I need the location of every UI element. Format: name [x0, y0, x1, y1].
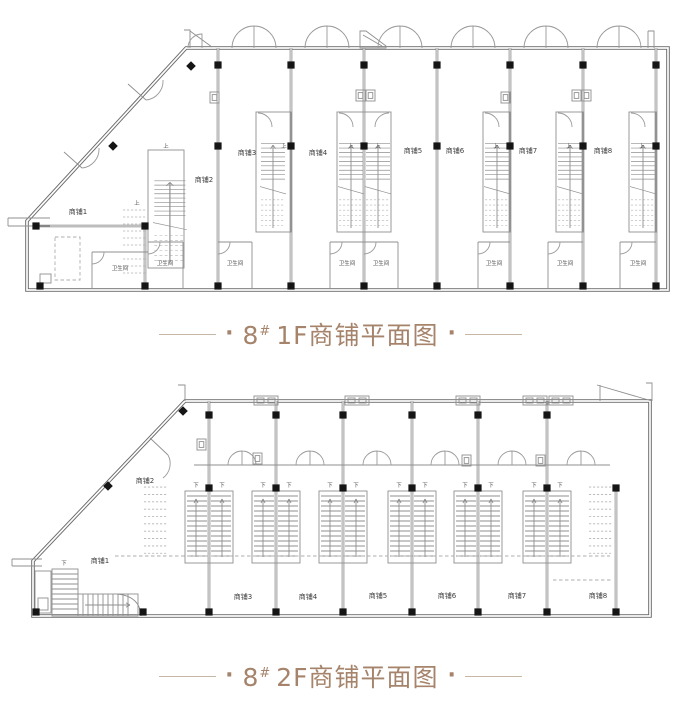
stair-down-label: 下 — [61, 560, 67, 567]
entry-door-arcs-1f — [187, 25, 642, 49]
bathroom-label: 卫生间 — [630, 259, 647, 267]
hash-superscript: # — [259, 323, 272, 339]
bathrooms-1f — [91, 241, 656, 288]
stair-down-label: 下 — [422, 482, 428, 489]
building-number: 8 — [242, 321, 260, 350]
shop-label: 商铺7 — [508, 591, 526, 600]
bathroom-label: 卫生间 — [157, 259, 174, 267]
shaft-symbols-1f — [209, 89, 592, 104]
bathroom-label: 卫生间 — [339, 259, 356, 267]
stair-up-label: 上 — [566, 142, 572, 150]
diagonal-doors-1f — [39, 79, 164, 284]
shop-label: 商铺4 — [309, 148, 328, 157]
labels-2f: 商铺1 商铺2 商铺3 商铺4 商铺5 商铺6 商铺7 商铺8 下 下 下 下 … — [61, 476, 607, 601]
caption-1f-text: 8#1F商铺平面图 — [242, 316, 438, 352]
hash-superscript: # — [259, 665, 272, 681]
caption-2f-text: 8#2F商铺平面图 — [242, 658, 438, 694]
shop-label: 商铺2 — [195, 175, 213, 184]
bathroom-label: 卫生间 — [112, 264, 129, 272]
bathroom-label: 卫生间 — [227, 259, 244, 267]
shop-label: 商铺7 — [519, 146, 537, 155]
floor-title: 1F商铺平面图 — [276, 321, 439, 350]
stair-down-label: 下 — [353, 482, 359, 489]
caption-1f: · 8#1F商铺平面图 · — [0, 316, 681, 352]
stair-down-label: 下 — [396, 482, 402, 489]
stair-up-label: 上 — [348, 142, 354, 150]
shop-label: 商铺2 — [136, 476, 154, 485]
stair-down-label: 下 — [286, 482, 292, 489]
shop-label: 商铺3 — [238, 148, 256, 157]
building-number: 8 — [242, 663, 260, 692]
stair-down-label: 下 — [193, 482, 199, 489]
parapet-deco-2f — [11, 382, 653, 567]
shop-label: 商铺8 — [589, 591, 607, 600]
shop-label: 商铺4 — [299, 592, 318, 601]
columns-1f — [32, 61, 660, 290]
shop-label: 商铺6 — [446, 146, 465, 155]
caption-dot: · — [225, 663, 234, 688]
shop-label: 商铺1 — [91, 556, 109, 565]
stair-down-label: 下 — [488, 482, 494, 489]
shop-label: 商铺6 — [438, 591, 457, 600]
shop-label: 商铺3 — [234, 592, 252, 601]
floor-plan-1f: 商铺1 商铺2 商铺3 商铺4 商铺5 商铺6 商铺7 商铺8 卫生间 卫生间 … — [7, 25, 670, 292]
stair-down-label: 下 — [557, 482, 563, 489]
stair-cores-1f — [122, 111, 657, 274]
caption-2f: · 8#2F商铺平面图 · — [0, 658, 681, 694]
stair-up-label: 上 — [134, 199, 140, 207]
shop-label: 商铺8 — [594, 146, 612, 155]
caption-dot: · — [447, 321, 456, 346]
stair-up-label: 上 — [163, 142, 169, 150]
bathroom-label: 卫生间 — [557, 259, 574, 267]
exterior-wall-2f — [31, 399, 652, 618]
stair-down-label: 下 — [531, 482, 537, 489]
bathroom-label: 卫生间 — [486, 259, 503, 267]
party-walls-2f — [207, 401, 618, 612]
caption-line-right — [464, 675, 522, 677]
shop-label: 商铺5 — [369, 591, 387, 600]
shopfront-doors-2f — [194, 450, 610, 466]
canopy-and-ramps-1f — [7, 29, 655, 227]
shop1-stair-2f — [34, 437, 171, 617]
shop-label: 商铺1 — [69, 207, 87, 216]
caption-dot: · — [447, 663, 456, 688]
stair-up-label: 上 — [281, 142, 287, 150]
stair-up-label: 上 — [375, 142, 381, 150]
stair-down-label: 下 — [260, 482, 266, 489]
shop-label: 商铺5 — [404, 146, 422, 155]
stair-up-label: 上 — [639, 142, 645, 150]
floor-title: 2F商铺平面图 — [276, 663, 439, 692]
stair-down-label: 下 — [462, 482, 468, 489]
caption-line-left — [159, 333, 217, 335]
exterior-wall-1f — [25, 46, 670, 292]
caption-line-left — [159, 675, 217, 677]
stair-up-label: 上 — [493, 142, 499, 150]
caption-line-right — [464, 333, 522, 335]
stair-cores-2f — [115, 486, 614, 581]
bathroom-label: 卫生间 — [373, 259, 390, 267]
caption-dot: · — [225, 321, 234, 346]
floor-plan-2f: 商铺1 商铺2 商铺3 商铺4 商铺5 商铺6 商铺7 商铺8 下 下 下 下 … — [11, 382, 653, 618]
stair-down-label: 下 — [327, 482, 333, 489]
stair-down-label: 下 — [219, 482, 225, 489]
labels-1f: 商铺1 商铺2 商铺3 商铺4 商铺5 商铺6 商铺7 商铺8 卫生间 卫生间 … — [69, 142, 646, 272]
